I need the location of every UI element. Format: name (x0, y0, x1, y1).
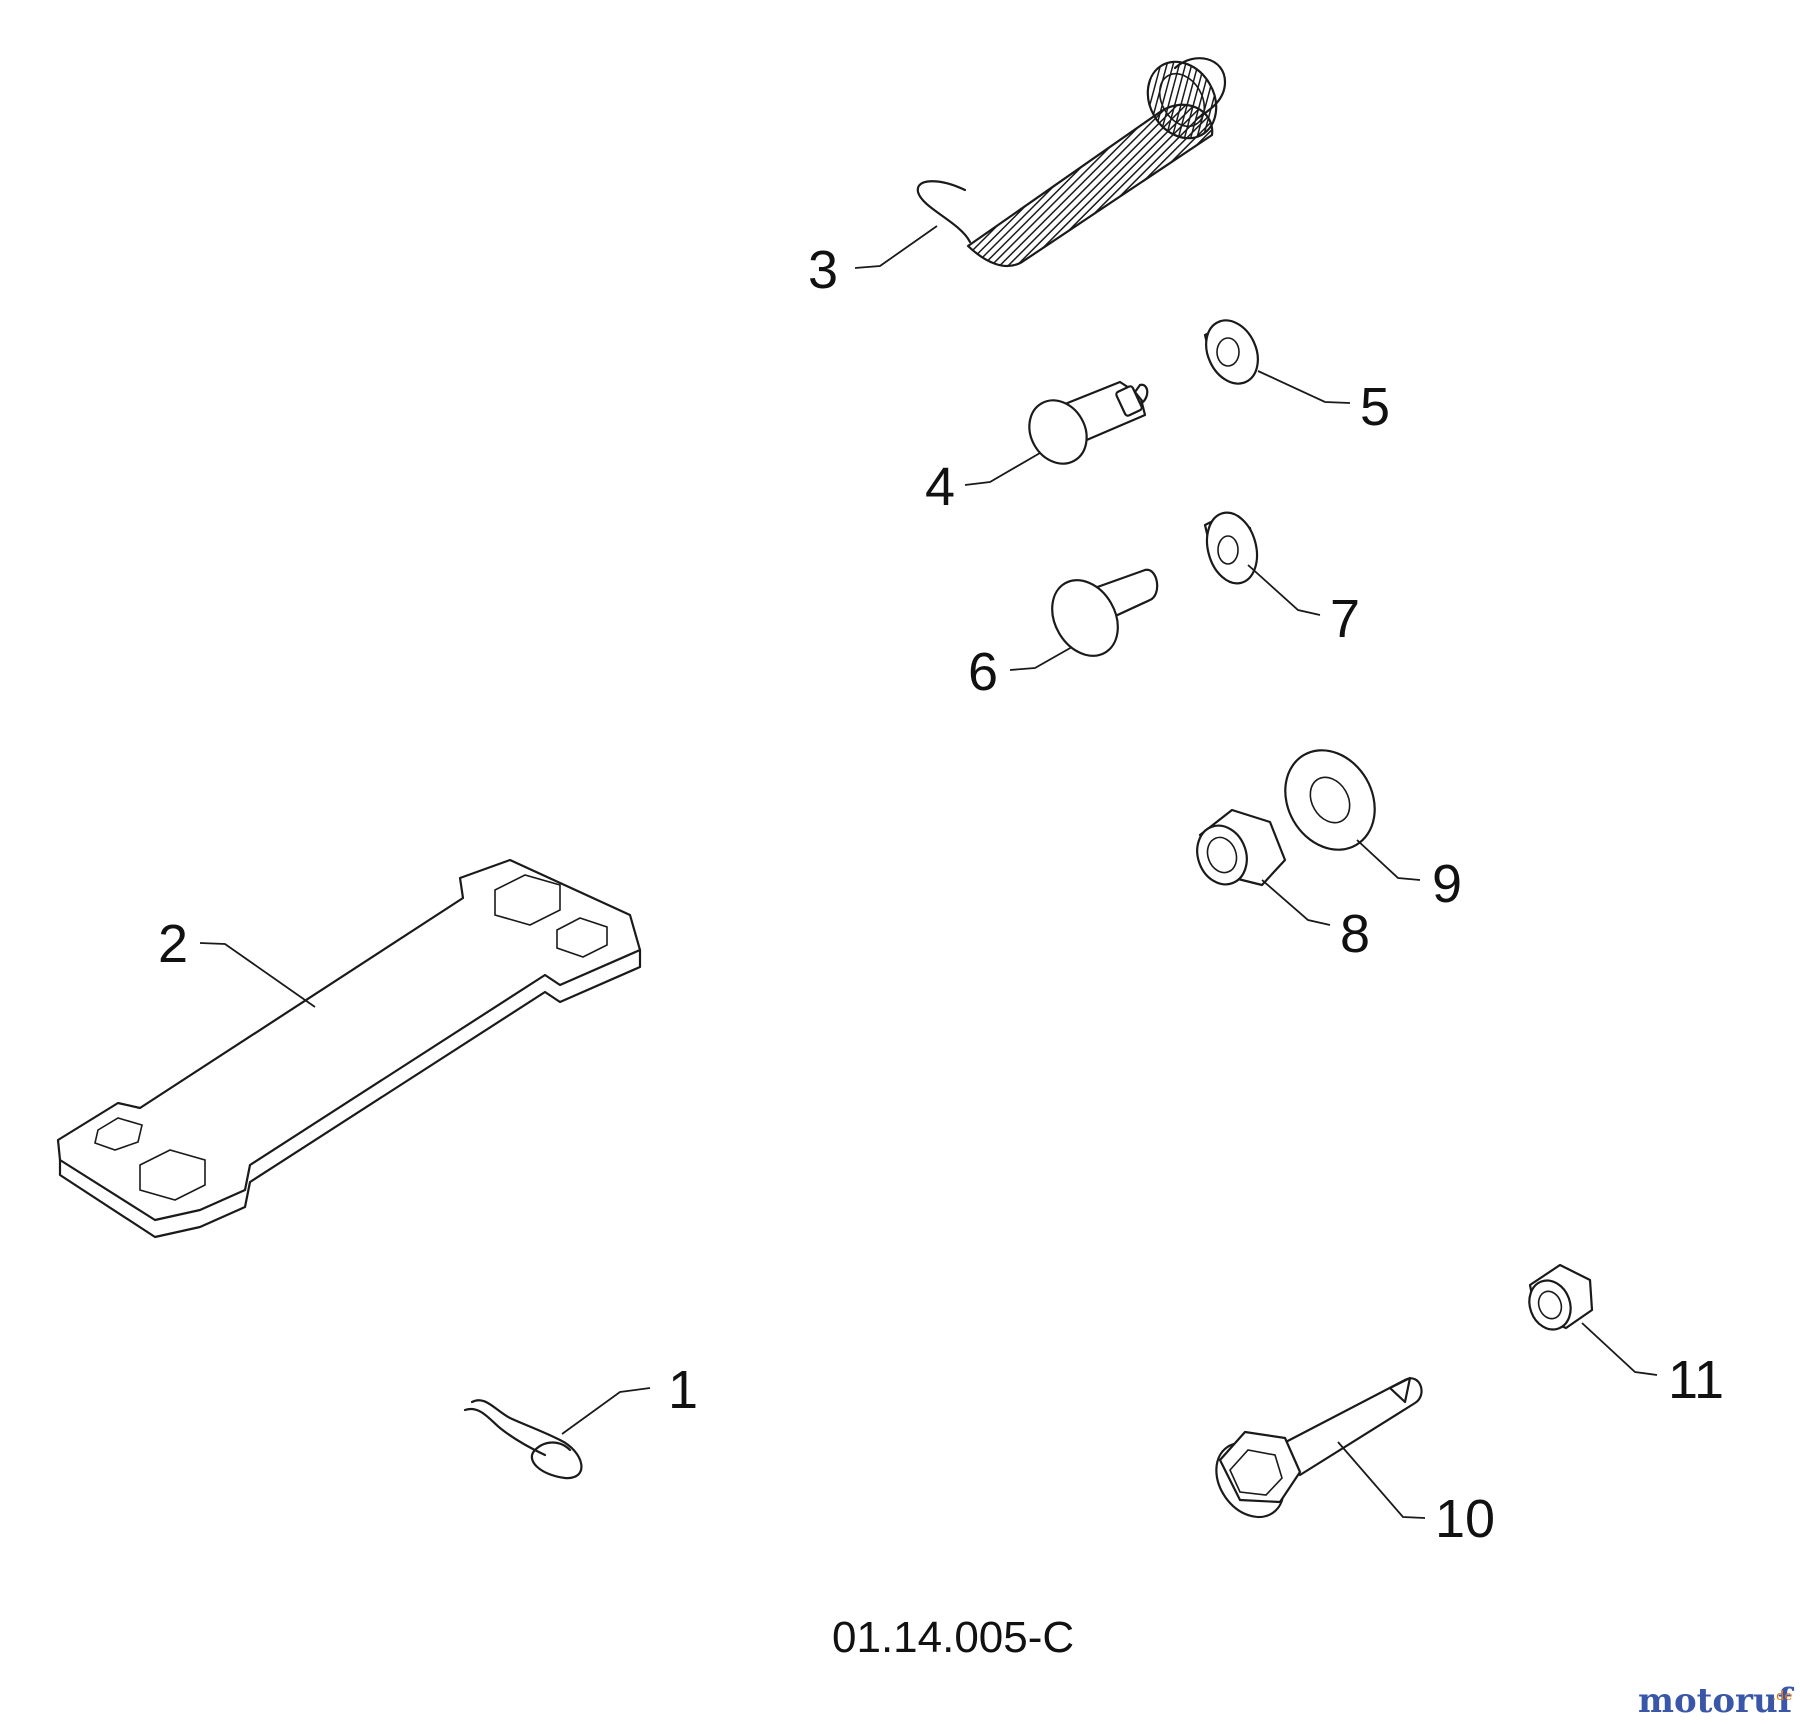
callout-2: 2 (158, 914, 188, 974)
callout-4: 4 (925, 457, 955, 517)
callout-3: 3 (808, 240, 838, 300)
flange-nut-5 (1203, 319, 1259, 385)
extension-spring (916, 57, 1227, 267)
leader-2 (199, 942, 316, 1008)
lock-nut-11 (1528, 1263, 1594, 1331)
callout-5: 5 (1360, 377, 1390, 437)
callout-11: 11 (1668, 1350, 1724, 1410)
leader-9 (1356, 839, 1421, 881)
diagram-code: 01.14.005-C (832, 1613, 1074, 1662)
flange-bolt-10 (1215, 1376, 1423, 1519)
watermark-text: motoruf (1638, 1681, 1795, 1721)
carriage-bolt-6 (1051, 568, 1159, 657)
leader-8 (1261, 879, 1331, 926)
leader-7 (1247, 564, 1321, 616)
callout-labels: 1 2 3 4 5 6 7 8 9 10 11 (158, 240, 1724, 1549)
leader-10 (1337, 1441, 1426, 1519)
callout-6: 6 (968, 642, 998, 702)
watermark-suffix: .de (1772, 1689, 1792, 1704)
callout-1: 1 (668, 1360, 698, 1420)
leader-lines (199, 225, 1658, 1519)
callout-9: 9 (1432, 854, 1462, 914)
leader-1 (561, 1387, 651, 1435)
callout-8: 8 (1340, 904, 1370, 964)
leader-5 (1257, 370, 1351, 404)
leader-11 (1581, 1322, 1658, 1376)
flange-nut-7 (1203, 511, 1259, 585)
callout-7: 7 (1330, 589, 1360, 649)
shoulder-pin-4 (1028, 380, 1149, 465)
flat-washer-9 (1284, 749, 1376, 851)
hairpin-cotter-pin-1 (463, 1399, 583, 1480)
link-plate-2 (56, 858, 642, 1239)
leader-3 (854, 225, 938, 269)
watermark-logo: motoruf .de (1638, 1681, 1795, 1721)
leader-4 (964, 452, 1041, 486)
lock-nut-8 (1196, 808, 1287, 887)
callout-10: 10 (1435, 1489, 1495, 1549)
leader-6 (1009, 646, 1073, 671)
